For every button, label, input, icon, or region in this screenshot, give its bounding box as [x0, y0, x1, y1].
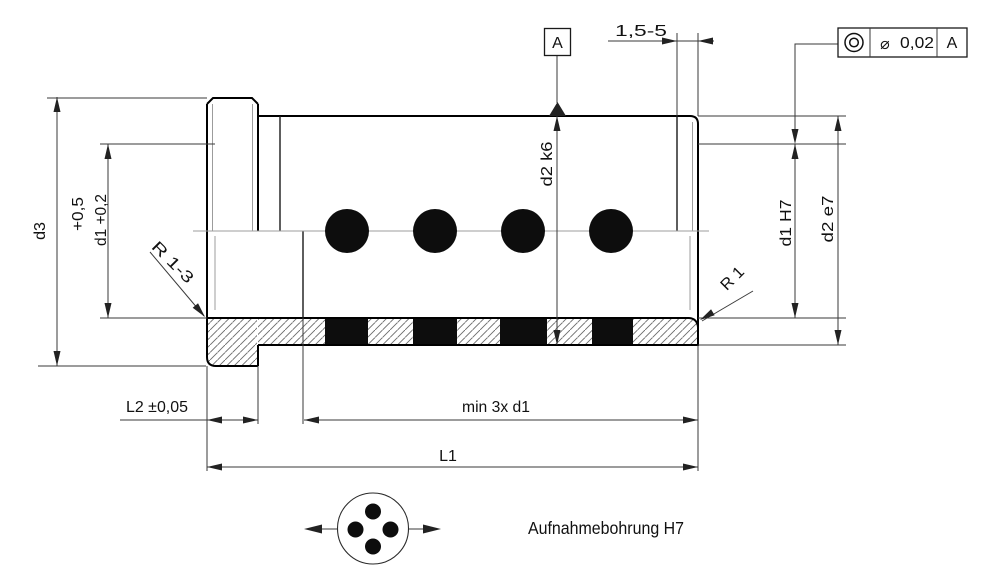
- dim-text-d2k6: d2 k6: [539, 141, 556, 186]
- dim-text-d2e7: d2 e7: [820, 195, 837, 242]
- plug-dot: [325, 209, 369, 253]
- dim-text-L1: L1: [439, 448, 457, 465]
- arrowhead: [791, 144, 799, 159]
- arrowhead: [104, 144, 112, 159]
- dim-text-d1H7: d1 H7: [778, 199, 795, 246]
- dim-text-min3xd1: min 3x d1: [462, 399, 530, 416]
- fcf-datum-ref: A: [947, 35, 958, 52]
- concentricity-icon: [844, 32, 864, 53]
- bore-wall-edge: [207, 317, 699, 328]
- datum-frame: [543, 27, 572, 57]
- plug-section: [592, 318, 633, 345]
- arrowhead: [662, 37, 677, 45]
- plug-hole-dot: [382, 521, 399, 538]
- left-arrow-icon: [304, 524, 322, 534]
- arrowhead: [53, 97, 61, 112]
- plug-section: [413, 318, 457, 345]
- note-aufnahmebohrung: Aufnahmebohrung H7: [528, 518, 684, 538]
- arrowhead: [834, 116, 842, 131]
- arrowhead: [553, 116, 561, 131]
- arrowhead: [791, 129, 799, 144]
- arrowhead: [683, 463, 698, 471]
- dim-text-r1: R 1: [718, 264, 748, 294]
- dim-text-d1-upper-tol: +0,5: [70, 197, 87, 231]
- plug-section: [500, 318, 547, 345]
- arrowhead: [207, 463, 222, 471]
- fcf-diameter-symbol: ⌀: [880, 36, 890, 53]
- body-outline: [258, 115, 699, 346]
- arrowhead: [698, 37, 713, 45]
- plug-dot: [413, 209, 457, 253]
- plug-dot: [589, 209, 633, 253]
- fcf-tolerance-value: 0,02: [900, 35, 934, 52]
- arrowhead: [243, 416, 258, 424]
- datum-label: A: [552, 35, 563, 52]
- arrowhead: [53, 351, 61, 366]
- feature-control-frame: ⌀ 0,02 A: [837, 27, 968, 58]
- arrowhead: [683, 416, 698, 424]
- dim-text-d1-left: d1 +0,2: [93, 194, 110, 246]
- plug-section: [325, 318, 368, 345]
- plug-dot: [501, 209, 545, 253]
- arrowhead: [553, 330, 561, 345]
- arrowhead: [104, 303, 112, 318]
- dim-text-d3: d3: [32, 222, 49, 240]
- plug-hole-dot: [365, 538, 381, 555]
- dim-text-r1-3: R 1-3: [148, 238, 197, 287]
- leader-r1-3: [149, 251, 205, 317]
- arrowhead: [834, 330, 842, 345]
- fcf-leader: [794, 43, 838, 130]
- flange-section-hatch: [208, 319, 257, 365]
- dim-text-1_5-5: 1,5-5: [615, 23, 667, 40]
- flange-outline: [206, 97, 259, 367]
- arrowhead: [192, 303, 205, 317]
- dim-text-L2: L2 ±0,05: [126, 399, 188, 416]
- plug-hole-dot: [347, 521, 364, 538]
- plug-hole-dot: [365, 503, 381, 520]
- arrowhead: [791, 303, 799, 318]
- right-arrow-icon: [423, 524, 441, 534]
- arrowhead: [700, 309, 715, 320]
- datum-triangle-icon: [549, 102, 566, 116]
- arrowhead: [304, 416, 319, 424]
- arrowhead: [207, 416, 222, 424]
- extension-lines: [38, 33, 846, 471]
- detail-view-hole-pattern: [304, 492, 441, 565]
